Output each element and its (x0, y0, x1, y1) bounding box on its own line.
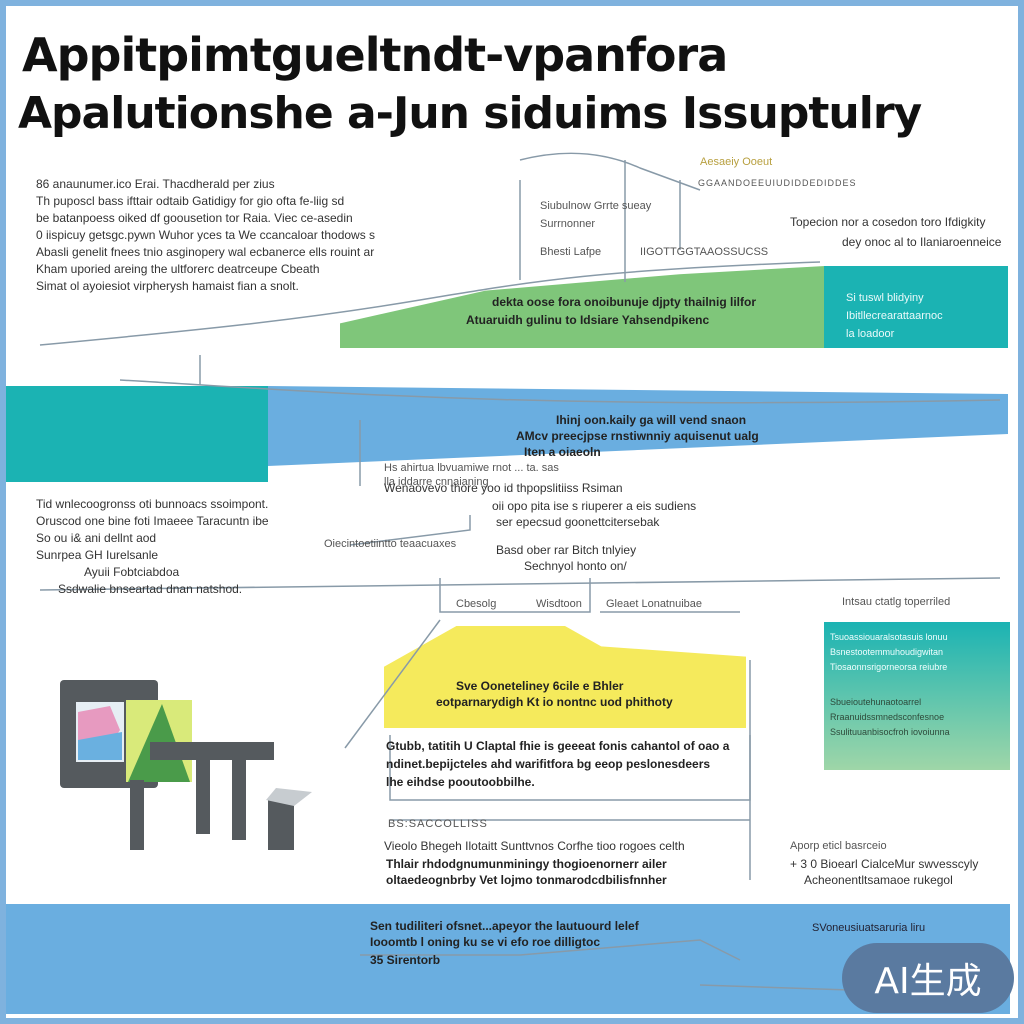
intro-line: Kham uporied areing the ultforerc deatrc… (36, 262, 320, 276)
right-teal-line: Sbueioutehunaotoarrel (830, 697, 922, 707)
mid-left-line: Ssdwalie bnseartad dnan natshod. (58, 582, 243, 596)
footer-text: Iooomtb l oning ku se vi efo roe dilligt… (370, 935, 601, 949)
ai-generated-badge: AI生成 (842, 943, 1014, 1013)
green-band-text: dekta oose fora onoibunuje djpty thailni… (492, 295, 757, 309)
mid-left-line: Tid wnlecoogronss oti bunnoacs ssoimpont… (36, 497, 269, 511)
lower-center-text: Thlair rhdodgnumunminingy thogioenornerr… (386, 857, 667, 871)
connector-label: Intsau ctatlg toperriled (842, 596, 951, 608)
intro-line: Th puposcl bass ifttair odtaib Gatidigy … (36, 194, 345, 208)
right-teal-line: Tiosaonnsrigorneorsa reiubre (830, 662, 948, 672)
middle-center-text: Wenaovevo thore yoo id thpopslitiiss Rsi… (384, 481, 623, 495)
footer-text: Sen tudiliteri ofsnet...apeyor the lautu… (370, 919, 639, 933)
lower-right-text: Acheonentltsamaoe rukegol (804, 873, 953, 887)
mid-left-line: So ou i& ani dellnt aod (36, 531, 157, 545)
right-teal-box-text: Tsuoassiouaralsotasuis lonuu Bsnestootem… (830, 630, 950, 740)
connector-label: Cbesolg (456, 598, 497, 610)
lower-center-label: BS:SACCOLLISS (388, 818, 488, 830)
top-center-label: Surrnonner (540, 218, 596, 230)
mid-left-text: Tid wnlecoogronss oti bunnoacs ssoimpont… (36, 496, 269, 598)
top-right-header: GGAANDOEEUIUDIDDEDIDDES (698, 178, 857, 188)
top-right-text: dey onoc al to Ilaniaroenneice (842, 235, 1002, 249)
right-teal-line: Ssulituuanbisocfroh iovoiunna (830, 727, 950, 737)
mid-right-center-text: ser epecsud goonettcitersebak (496, 515, 660, 529)
center-box-text: lhe eihdse pooutoobbilhe. (386, 775, 535, 789)
right-teal-box (824, 622, 1010, 770)
mid-left-line: Sunrpea GH Iurelsanle (36, 548, 159, 562)
mid-left-line: Oruscod one bine foti Imaeee Taracuntn i… (36, 514, 269, 528)
intro-line: Simat ol ayoiesiot virpherysh hamaist fi… (36, 279, 299, 293)
blue-band-text: AMcv preecjpse rnstiwnniy aquisenut ualg (516, 429, 759, 443)
top-right-text: Topecion nor a cosedon toro Ifdigkity (790, 215, 986, 229)
green-band-text: Atuaruidh gulinu to Idsiare Yahsendpiken… (466, 313, 710, 327)
center-box-text: Gtubb, tatitih U Claptal fhie is geeeat … (386, 739, 730, 753)
intro-line: 86 anaunumer.ico Erai. Thacdherald per z… (36, 177, 275, 191)
title-line-2: Apalutionshe a-Jun siduims Issuptulry (18, 88, 922, 139)
teal-panel-top-right (824, 266, 1008, 348)
footer-band (6, 904, 1010, 1014)
top-center-label: Siubulnow Grrte sueay (540, 200, 652, 212)
yellow-panel-text: Sve Ooneteliney 6cile e Bhler (456, 679, 624, 693)
intro-line: Abasli genelit fnees tnio asginopery wal… (36, 245, 375, 259)
title-line-1: Appitpimtgueltndt-vpanfora (22, 28, 728, 82)
intro-line: be batanpoess oiked df goousetion tor Ra… (36, 211, 353, 225)
right-teal-line: Rraanuidssmnedsconfesnoe (830, 712, 945, 722)
connector-label: Wisdtoon (536, 598, 582, 610)
top-center-label: Bhesti Lafpe (540, 246, 602, 258)
mid-small-label: Basd ober rar Bitch tnlyiey (496, 543, 637, 557)
lower-center-text: Vieolo Bhegeh Ilotaitt Sunttvnos Corfhe … (384, 839, 685, 853)
mid-right-center-text: oii opo pita ise s riuperer a eis sudien… (492, 499, 697, 513)
lower-right-text: + 3 0 Bioearl CialceMur swvesscyly (790, 857, 979, 871)
yellow-panel-text: eotparnarydigh Kt io nontnc uod phithoty (436, 695, 673, 709)
connector-label: Gleaet Lonatnuibae (606, 598, 703, 610)
middle-center-text: lla iddarre cnnaianing (384, 476, 489, 488)
right-teal-line: Bsnestootemmuhoudigwitan (830, 647, 944, 657)
teal-panel-text: Ibitllecrearattaarnoc (846, 310, 943, 322)
lower-center-text: oltaedeognbrby Vet lojmo tonmarodcdbilis… (386, 873, 667, 887)
middle-center-text: Hs ahirtua lbvuamiwe rnot ... ta. sas (384, 462, 559, 474)
intro-line: 0 iispicuy getsgc.pywn Wuhor yces ta We … (36, 228, 376, 242)
mid-left-line: Ayuii Fobtciabdoa (84, 565, 180, 579)
mid-small-label: Sechnyol honto on/ (524, 559, 627, 573)
mid-small-label: Oiecintoetiintto teaacuaxes (324, 538, 457, 550)
lower-right-text: Aporp eticl basrceio (790, 840, 887, 852)
blue-band-text: Ihinj oon.kaily ga will vend snaon (556, 413, 747, 427)
top-center-label: IIGOTTGGTAAOSSUCSS (640, 246, 769, 258)
teal-panel-text: Si tuswl blidyiny (846, 292, 924, 304)
right-teal-line: Tsuoassiouaralsotasuis lonuu (830, 632, 948, 642)
blue-band-text: Iten a oiaeoln (524, 445, 601, 459)
top-center-label: Aesaeiy Ooeut (700, 156, 773, 168)
footer-right-text: SVoneusiuatsaruria liru (812, 922, 926, 934)
teal-panel-text: la loadoor (846, 328, 895, 340)
teal-band-left (6, 386, 268, 482)
center-box-text: ndinet.bepijcteles ahd warifitfora bg ee… (386, 757, 711, 771)
intro-text: 86 anaunumer.ico Erai. Thacdherald per z… (36, 176, 375, 295)
desk-illustration-icon (60, 680, 312, 850)
footer-text: 35 Sirentorb (370, 953, 441, 967)
